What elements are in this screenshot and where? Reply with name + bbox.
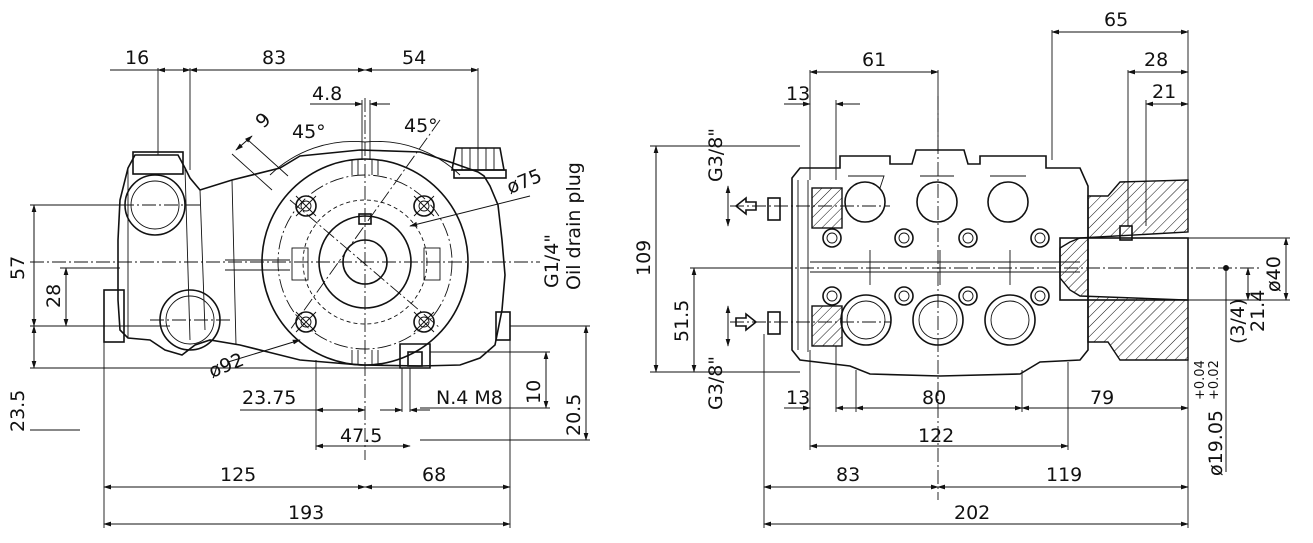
dim-80: 80: [922, 387, 946, 409]
dim-9: 9: [251, 108, 275, 132]
shaft-diameter: ø19.05: [1205, 410, 1227, 476]
angle-45-right: 45°: [404, 115, 438, 137]
bolt-bottom-left: [295, 311, 317, 333]
dim-16: 16: [125, 47, 149, 69]
dim-109: 109: [633, 240, 655, 276]
dim-phi92: ø92: [206, 349, 247, 383]
dim-23-5: 23.5: [7, 390, 29, 432]
dim-23-75: 23.75: [242, 387, 296, 409]
dim-119: 119: [1046, 464, 1082, 486]
dim-125: 125: [220, 464, 256, 486]
shaft-tol-minus: +0.02: [1207, 360, 1222, 400]
bolt-spec: N.4 M8: [436, 387, 503, 409]
dim-10: 10: [523, 380, 545, 404]
dim-13-top: 13: [786, 83, 810, 105]
port-g38-bottom: G3/8": [705, 356, 727, 410]
dim-79: 79: [1090, 387, 1114, 409]
dim-phi40: ø40: [1263, 256, 1285, 292]
bolt-top-right: [413, 195, 435, 217]
angle-45-left: 45°: [292, 121, 326, 143]
dim-21: 21: [1152, 81, 1176, 103]
dim-202: 202: [954, 502, 990, 524]
bolt-bottom-right: [413, 311, 435, 333]
side-view: 65 61 28 21 13 G3/8" 109 51.5 G3/8" 13 8…: [633, 9, 1290, 528]
dim-57: 57: [7, 256, 29, 280]
dim-83: 83: [262, 47, 286, 69]
dim-83-side: 83: [836, 464, 860, 486]
oil-drain-label: Oil drain plug: [563, 162, 585, 290]
dim-28: 28: [43, 284, 65, 308]
dim-68: 68: [422, 464, 446, 486]
bolt-top-left: [295, 195, 317, 217]
dim-193: 193: [288, 502, 324, 524]
dim-47-5: 47.5: [340, 425, 382, 447]
dim-20-5: 20.5: [563, 394, 585, 436]
dim-54: 54: [402, 47, 426, 69]
dim-65: 65: [1104, 9, 1128, 31]
shaft-tol-plus: +0.04: [1193, 360, 1208, 400]
dim-51-5: 51.5: [671, 300, 693, 342]
front-view: 16 83 54 4.8 9 45° 45° ø75 ø92 G1/4" Oil…: [7, 47, 590, 528]
dim-21-4: 21.4: [1247, 290, 1269, 332]
dim-122: 122: [918, 425, 954, 447]
dim-4-8: 4.8: [312, 83, 342, 105]
port-g38-top: G3/8": [705, 128, 727, 182]
port-g14: G1/4": [541, 234, 563, 288]
dim-28-side: 28: [1144, 49, 1168, 71]
dim-3-4: (3/4): [1227, 299, 1249, 344]
dim-phi75: ø75: [504, 165, 545, 199]
dim-13-bottom: 13: [786, 387, 810, 409]
dim-61: 61: [862, 49, 886, 71]
